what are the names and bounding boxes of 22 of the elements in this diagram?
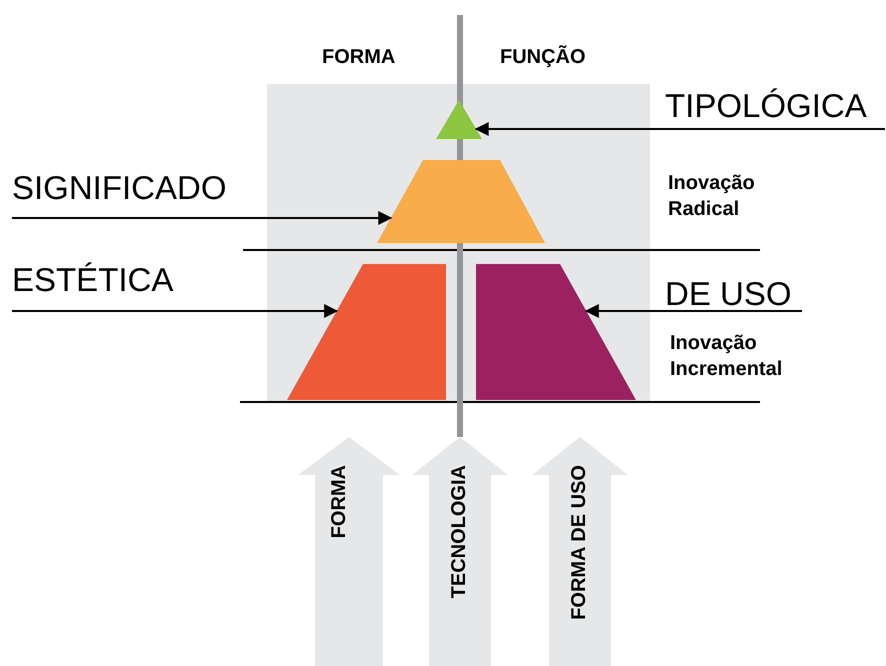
up-arrow-shape xyxy=(532,437,628,666)
arrow-label: FORMA xyxy=(328,465,351,538)
up-arrow-shape xyxy=(412,437,508,666)
arrow-label: FORMA DE USO xyxy=(568,465,591,620)
note-text: Inovação Incremental xyxy=(670,331,784,382)
column-heading: FUNÇÃO xyxy=(500,44,586,70)
triangle-shape xyxy=(436,100,482,139)
leader-arrow xyxy=(252,304,338,318)
heading-label: DE USO xyxy=(665,272,802,312)
up-arrow-shape xyxy=(298,437,400,666)
trapezoid-shape xyxy=(476,264,636,400)
trapezoid-shape xyxy=(377,160,545,243)
heading-label: TIPOLÓGICA xyxy=(665,84,885,130)
heading-label: SIGNIFICADO xyxy=(12,166,252,219)
leader-arrow xyxy=(474,122,665,136)
leader-arrow xyxy=(252,211,392,225)
arrow-label: TECNOLOGIA xyxy=(448,465,471,598)
heading-label: ESTÉTICA xyxy=(12,258,252,312)
leader-arrow xyxy=(584,304,665,318)
column-heading: FORMA xyxy=(322,45,396,70)
note-text: Inovação Radical xyxy=(668,171,756,222)
trapezoid-shape xyxy=(287,264,446,400)
